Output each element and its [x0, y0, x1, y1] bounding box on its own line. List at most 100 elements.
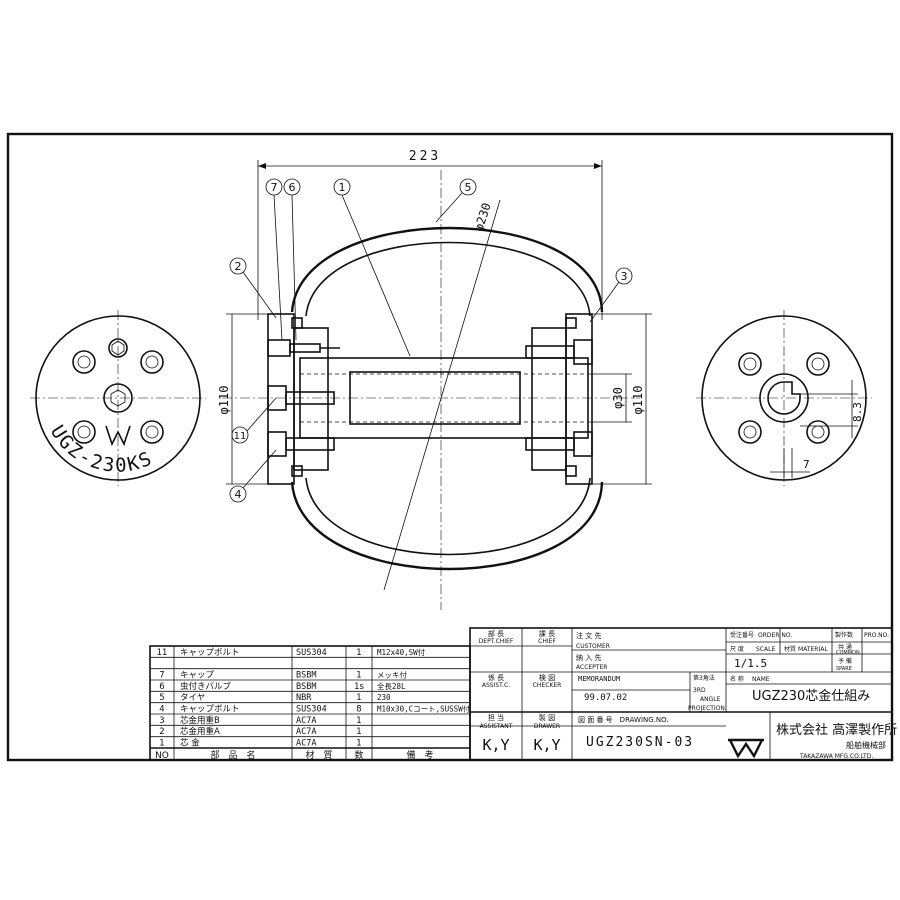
- bom-cell-qty: 1s: [354, 682, 364, 692]
- balloon-6: 6: [283, 178, 301, 341]
- name-label: 名 称: [730, 675, 744, 683]
- cap-bolt-right-bottom: [525, 431, 593, 457]
- svg-text:4: 4: [235, 488, 242, 501]
- material-label-en: MATERIAL: [798, 646, 828, 653]
- right-end-view: 8.3 7: [696, 310, 872, 486]
- bom-header-material: 材 質: [305, 749, 332, 761]
- cap-bolt-right-top: [525, 339, 593, 365]
- side-marking-text: UGZ-230KS: [46, 421, 157, 476]
- bom-cell-material: BSBM: [296, 682, 316, 692]
- balloon-3: 3: [589, 267, 633, 323]
- company-name: 株式会社 高澤製作所: [776, 722, 897, 738]
- bom-header-no: NO: [155, 751, 169, 761]
- memorandum-label: MEMORANDUM: [578, 675, 620, 683]
- bom-cell-qty: 1: [356, 693, 361, 703]
- bom-header-name: 部 品 名: [210, 749, 255, 761]
- svg-text:5: 5: [465, 181, 472, 194]
- left-view-bolt: [72, 350, 96, 374]
- left-view-bolt: [140, 350, 164, 374]
- svg-text:7: 7: [271, 181, 278, 194]
- company-logo: [728, 738, 764, 759]
- drawing-number: UGZ230SN-03: [586, 735, 694, 750]
- bom-cell-note: 全長28L: [377, 681, 406, 691]
- svg-text:2: 2: [235, 260, 242, 273]
- projection-en: PROJECTION: [688, 705, 725, 712]
- projection-angle: ANGLE: [700, 696, 721, 703]
- bom-cell-material: AC7A: [296, 727, 316, 737]
- key-height-dim: 8.3: [851, 402, 864, 422]
- accepter-label: 納 入 先: [576, 653, 601, 662]
- bom-cell-no: 6: [159, 682, 164, 692]
- bom-cell-name: キャップ: [180, 671, 215, 681]
- projection-label: 第3角法: [693, 674, 715, 682]
- bom-cell-no: 4: [159, 705, 164, 715]
- dim-right-dia: φ110: [631, 386, 645, 415]
- order-no-label-en: ORDER NO.: [758, 632, 792, 639]
- customer-label: 注 文 先: [576, 631, 601, 640]
- bom-cell-qty: 1: [356, 648, 361, 658]
- part-name: UGZ230芯金仕組み: [752, 688, 870, 704]
- customer-label-en: CUSTOMER: [576, 643, 610, 650]
- projection-3rd: 3RD: [693, 687, 706, 694]
- bom-cell-qty: 1: [356, 727, 361, 737]
- bom-cell-qty: 1: [356, 739, 361, 749]
- right-view-bore-keyway: [767, 381, 801, 415]
- bom-cell-material: BSBM: [296, 671, 316, 681]
- bom-cell-name: キャップボルト: [180, 705, 240, 715]
- dim-left-dia: φ110: [217, 386, 231, 415]
- right-view-bolt: [806, 420, 830, 444]
- bom-cell-material: SUS304: [296, 705, 327, 715]
- bom-header-qty: 数: [354, 749, 363, 761]
- bom-cell-name: 芯金用重A: [180, 726, 220, 737]
- bom-cell-material: SUS304: [296, 648, 327, 658]
- svg-text:1: 1: [339, 181, 346, 194]
- assistant-label-en: ASSISTANT: [480, 723, 513, 730]
- bom-cell-no: 11: [157, 648, 168, 658]
- bom-cell-no: 3: [159, 716, 164, 726]
- left-end-view: UGZ-230KS: [30, 310, 206, 486]
- assistant-signature: K,Y: [482, 736, 509, 754]
- bom-cell-name: 芯金用重B: [180, 715, 220, 726]
- center-section-view: 223 φ230 φ110 φ30 φ110 7 6 1: [217, 149, 652, 610]
- bom-cell-note: 230: [377, 693, 391, 702]
- left-view-valve: [108, 338, 128, 358]
- company-division: 船舶機械部: [846, 740, 886, 750]
- dim-tire-dia: φ230: [472, 201, 494, 233]
- drawer-label: 製 図: [539, 713, 555, 722]
- bom-cell-no: 2: [159, 727, 164, 737]
- tire-outline-top: [290, 226, 604, 313]
- svg-text:6: 6: [289, 181, 296, 194]
- drawer-label-en: DRAWER: [534, 723, 560, 730]
- bom-cell-no: 5: [159, 693, 164, 703]
- name-label-en: NAME: [752, 676, 770, 683]
- bom-cell-no: 1: [159, 739, 164, 749]
- spare-label: 予 備: [838, 657, 852, 665]
- svg-text:11: 11: [234, 431, 247, 442]
- cap-bolt-left-bottom: [267, 431, 335, 457]
- bom-cell-name: タイヤ: [180, 693, 205, 703]
- left-view-bolt: [72, 420, 96, 444]
- bom-cell-note: M10x30,Cコート,SUSSW付: [377, 704, 471, 714]
- bom-cell-qty: 1: [356, 716, 361, 726]
- right-view-bolt: [738, 352, 762, 376]
- drawer-signature: K,Y: [533, 736, 560, 754]
- bom-cell-qty: 8: [356, 705, 361, 715]
- balloon-2: 2: [229, 257, 277, 319]
- left-view-center-bolt: [103, 383, 133, 413]
- drawing-date: 99.07.02: [584, 693, 627, 703]
- assist-label-en: ASSIST.C.: [482, 682, 510, 689]
- key-width-dim: 7: [803, 458, 810, 471]
- bom-cell-note: メッキ付: [377, 670, 407, 680]
- right-view-hub: [759, 373, 809, 423]
- drawing-no-label: 図 面 番 号 DRAWING.NO.: [578, 716, 669, 724]
- bom-row: 2 芯金用重A AC7A 1: [159, 726, 361, 737]
- dim-bore-dia: φ30: [611, 387, 625, 409]
- bom-cell-material: AC7A: [296, 739, 316, 749]
- chief-label: 課 長: [539, 629, 555, 638]
